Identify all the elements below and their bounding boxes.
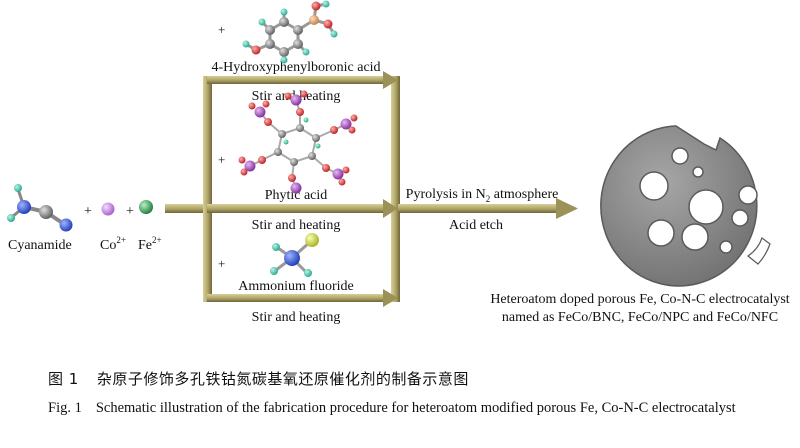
left-vertical-bar [203,76,212,302]
plus-sign: + [218,22,225,37]
route-condition-label: Stir and heating [252,310,341,325]
plus-sign: + [126,204,134,219]
acid-etch-label: Acid etch [449,218,503,233]
phytic-acid-molecule-icon [238,90,358,194]
cobalt-ion-icon [101,202,115,216]
figure-caption-english: Fig. 1 Schematic illustration of the fabr… [48,396,768,420]
input-arrow-bar [165,204,205,213]
caption-text: Schematic illustration of the fabricatio… [95,400,736,416]
reaction-arrows [165,71,578,307]
cobalt-ion-label: Co2+ [100,235,126,253]
route-additive-label: Ammonium fluoride [238,279,354,294]
figure-number: Fig. 1 [48,400,82,416]
product-description-line1: Heteroatom doped porous Fe, Co-N-C elect… [490,292,789,307]
ammonium-fluoride-molecule-icon [270,233,319,277]
pyrolysis-label: Pyrolysis in N2 atmosphere [406,187,559,204]
iron-ion-icon [139,200,153,214]
route-additive-label: Phytic acid [265,188,328,203]
plus-sign: + [84,204,92,219]
hydroxyphenylboronic-acid-molecule-icon [242,0,338,64]
figure-number: 图 1 [48,370,79,388]
iron-ion-label: Fe2+ [138,235,162,253]
route-condition-label: Stir and heating [252,218,341,233]
plus-sign: + [218,152,225,167]
cyanamide-label: Cyanamide [8,238,72,253]
right-vertical-bar [391,76,400,302]
porous-catalyst-disk-icon [600,125,771,287]
product-description-line2: named as FeCo/BNC, FeCo/NPC and FeCo/NFC [502,310,778,325]
route-additive-label: 4-Hydroxyphenylboronic acid [211,60,380,75]
caption-text: 杂原子修饰多孔铁钴氮碳基氧还原催化剂的制备示意图 [96,370,469,388]
figure-caption-chinese: 图 1 杂原子修饰多孔铁钴氮碳基氧还原催化剂的制备示意图 [48,368,469,389]
cyanamide-molecule-icon [7,184,73,232]
plus-sign: + [218,256,225,271]
synthesis-scheme: Cyanamide + + Co2+ Fe2+ 4-Hydroxyphenylb… [7,0,790,325]
